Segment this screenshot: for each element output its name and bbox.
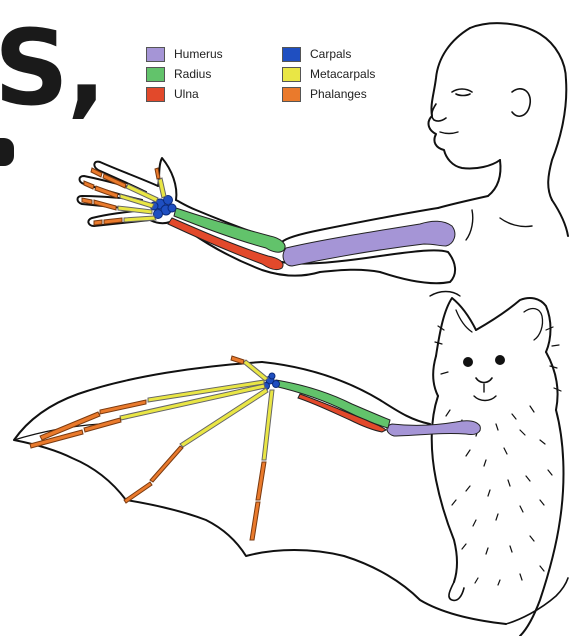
radius-swatch — [146, 67, 165, 82]
bat-metacarpals — [120, 360, 274, 460]
carpals-swatch — [282, 47, 301, 62]
legend-item-carpals: Carpals — [282, 46, 351, 62]
bat-wing-bones — [30, 356, 480, 540]
bat-humerus — [387, 421, 480, 436]
bat-phalanges — [30, 356, 266, 540]
metacarpals-swatch — [282, 67, 301, 82]
human-humerus — [283, 221, 455, 266]
legend-item-ulna: Ulna — [146, 86, 199, 102]
legend-label: Carpals — [310, 47, 351, 61]
ulna-swatch — [146, 87, 165, 102]
legend-label: Phalanges — [310, 87, 367, 101]
legend-item-phalanges: Phalanges — [282, 86, 367, 102]
legend-label: Ulna — [174, 87, 199, 101]
humerus-swatch — [146, 47, 165, 62]
legend-label: Humerus — [174, 47, 223, 61]
legend-label: Metacarpals — [310, 67, 375, 81]
bat-radius — [274, 380, 390, 428]
legend: Humerus Radius Ulna Carpals Metacarpals … — [146, 42, 426, 122]
phalanges-swatch — [282, 87, 301, 102]
legend-item-humerus: Humerus — [146, 46, 223, 62]
legend-label: Radius — [174, 67, 211, 81]
legend-item-metacarpals: Metacarpals — [282, 66, 375, 82]
legend-item-radius: Radius — [146, 66, 211, 82]
bat-figure — [14, 298, 568, 636]
